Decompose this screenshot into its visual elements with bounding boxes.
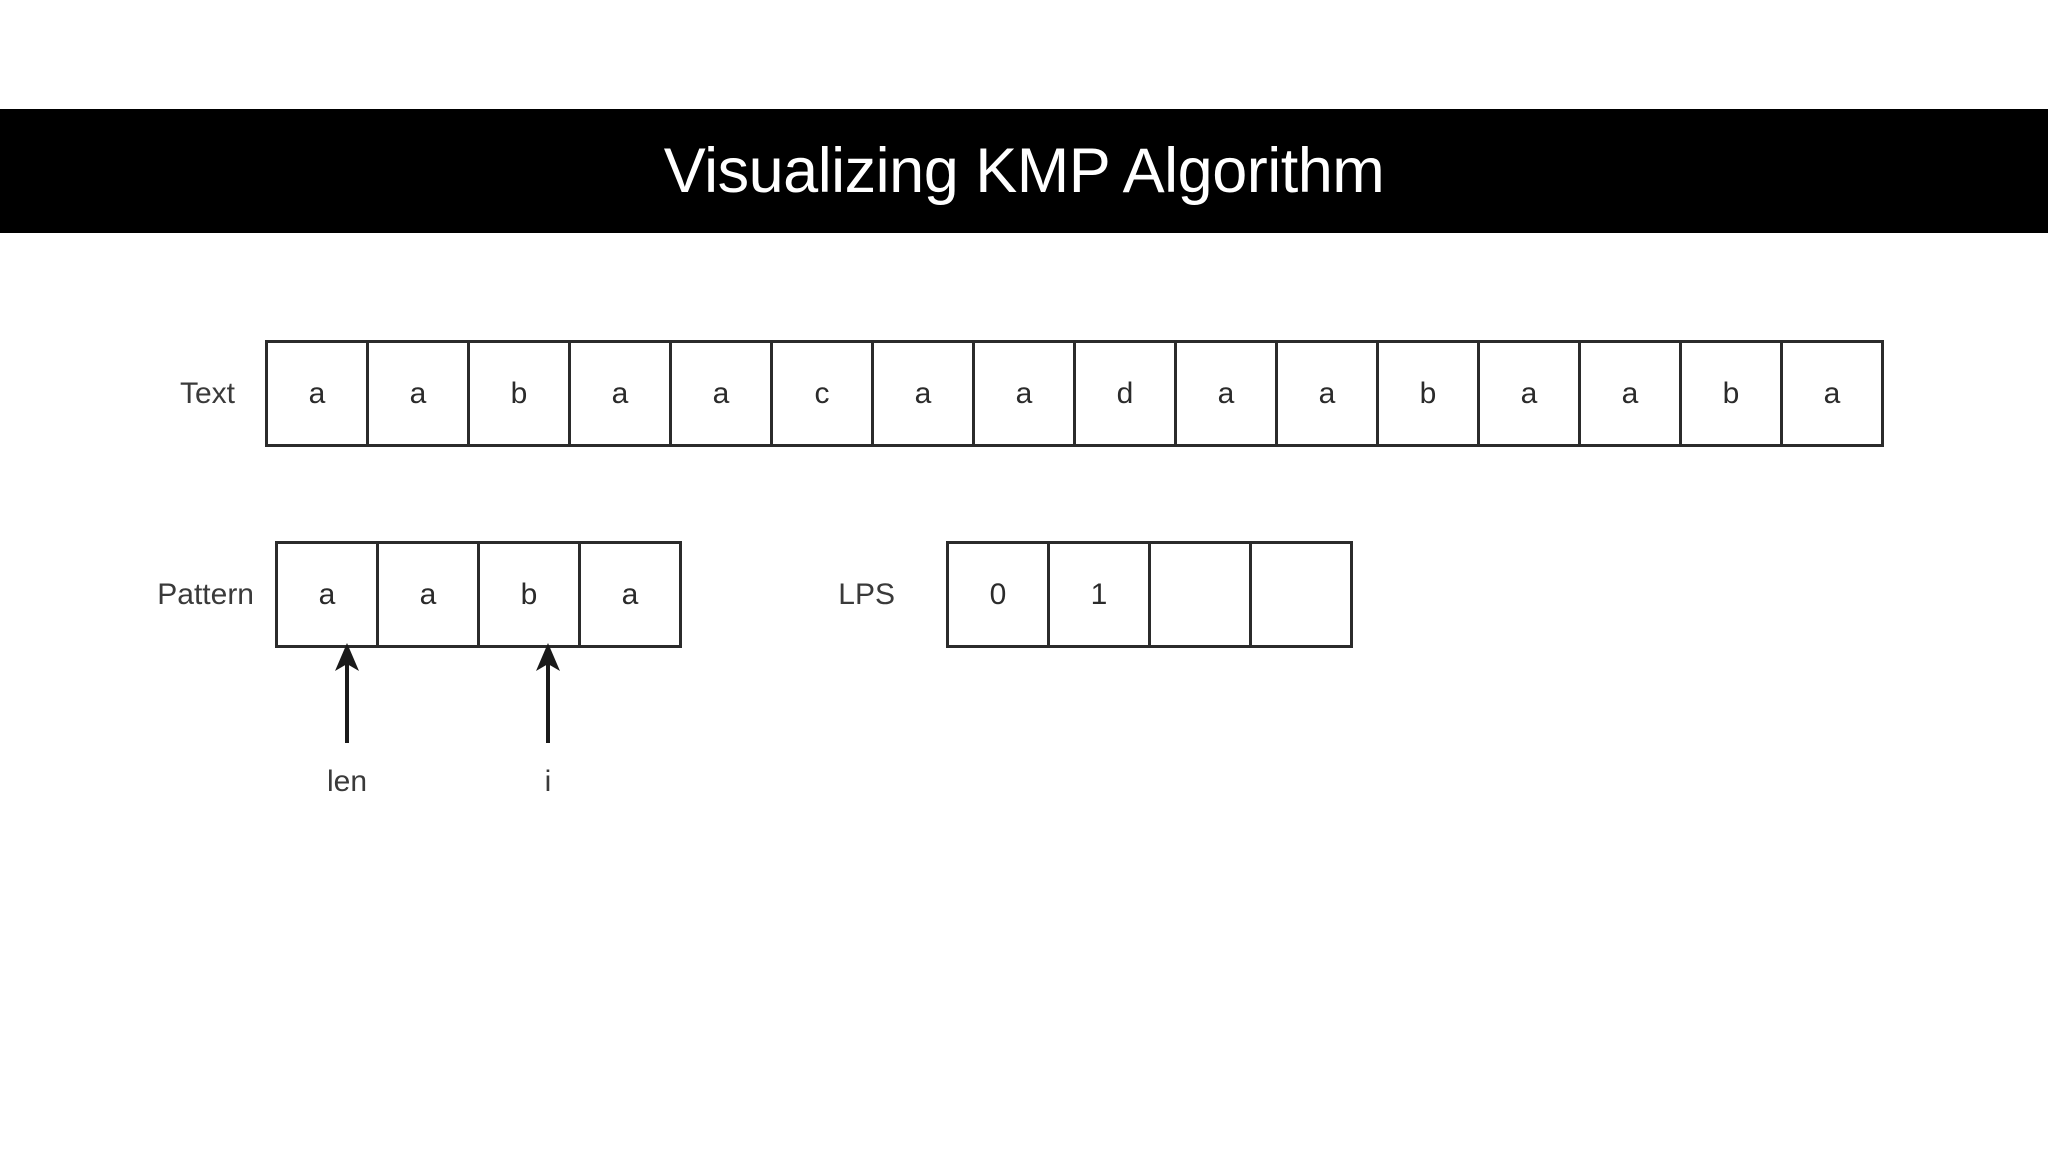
text-cell: a [571,343,672,444]
pattern-cell: a [379,544,480,645]
text-array-label: Text [179,376,235,410]
pattern-cell: a [581,544,682,645]
text-cell: a [672,343,773,444]
pattern-cell: a [278,544,379,645]
up-arrow-icon [302,641,392,745]
title-banner: Visualizing KMP Algorithm [0,109,2048,233]
text-cell: a [874,343,975,444]
text-cell: a [1278,343,1379,444]
text-cell: a [975,343,1076,444]
text-cell: b [1379,343,1480,444]
text-cell: a [1177,343,1278,444]
text-cell: a [369,343,470,444]
pointer-i-label: i [544,765,552,798]
text-cell: d [1076,343,1177,444]
lps-cell [1151,544,1252,645]
text-cell: a [268,343,369,444]
text-cell: b [1682,343,1783,444]
text-cell: a [1783,343,1884,444]
text-cell: a [1480,343,1581,444]
text-cell: a [1581,343,1682,444]
text-cell: b [470,343,571,444]
up-arrow-icon [503,641,593,745]
pointer-len: len [302,641,392,797]
lps-cell: 0 [949,544,1050,645]
lps-cell [1252,544,1353,645]
pattern-cell: b [480,544,581,645]
lps-array-label: LPS [838,577,895,611]
pointer-len-label: len [326,765,368,798]
page-title: Visualizing KMP Algorithm [663,135,1385,206]
pattern-array-label: Pattern [157,577,254,611]
text-cell: c [773,343,874,444]
pointer-i: i [503,641,593,797]
lps-cell: 1 [1050,544,1151,645]
